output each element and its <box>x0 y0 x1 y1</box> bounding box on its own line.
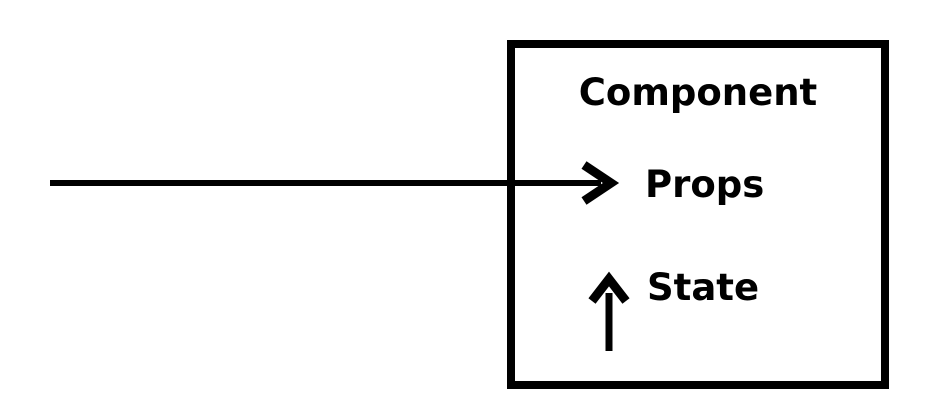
component-box <box>507 40 889 389</box>
component-box-title: Component <box>578 71 818 114</box>
state-label: State <box>647 266 760 309</box>
state-arrow-up-icon <box>588 271 630 351</box>
props-label: Props <box>645 163 765 206</box>
